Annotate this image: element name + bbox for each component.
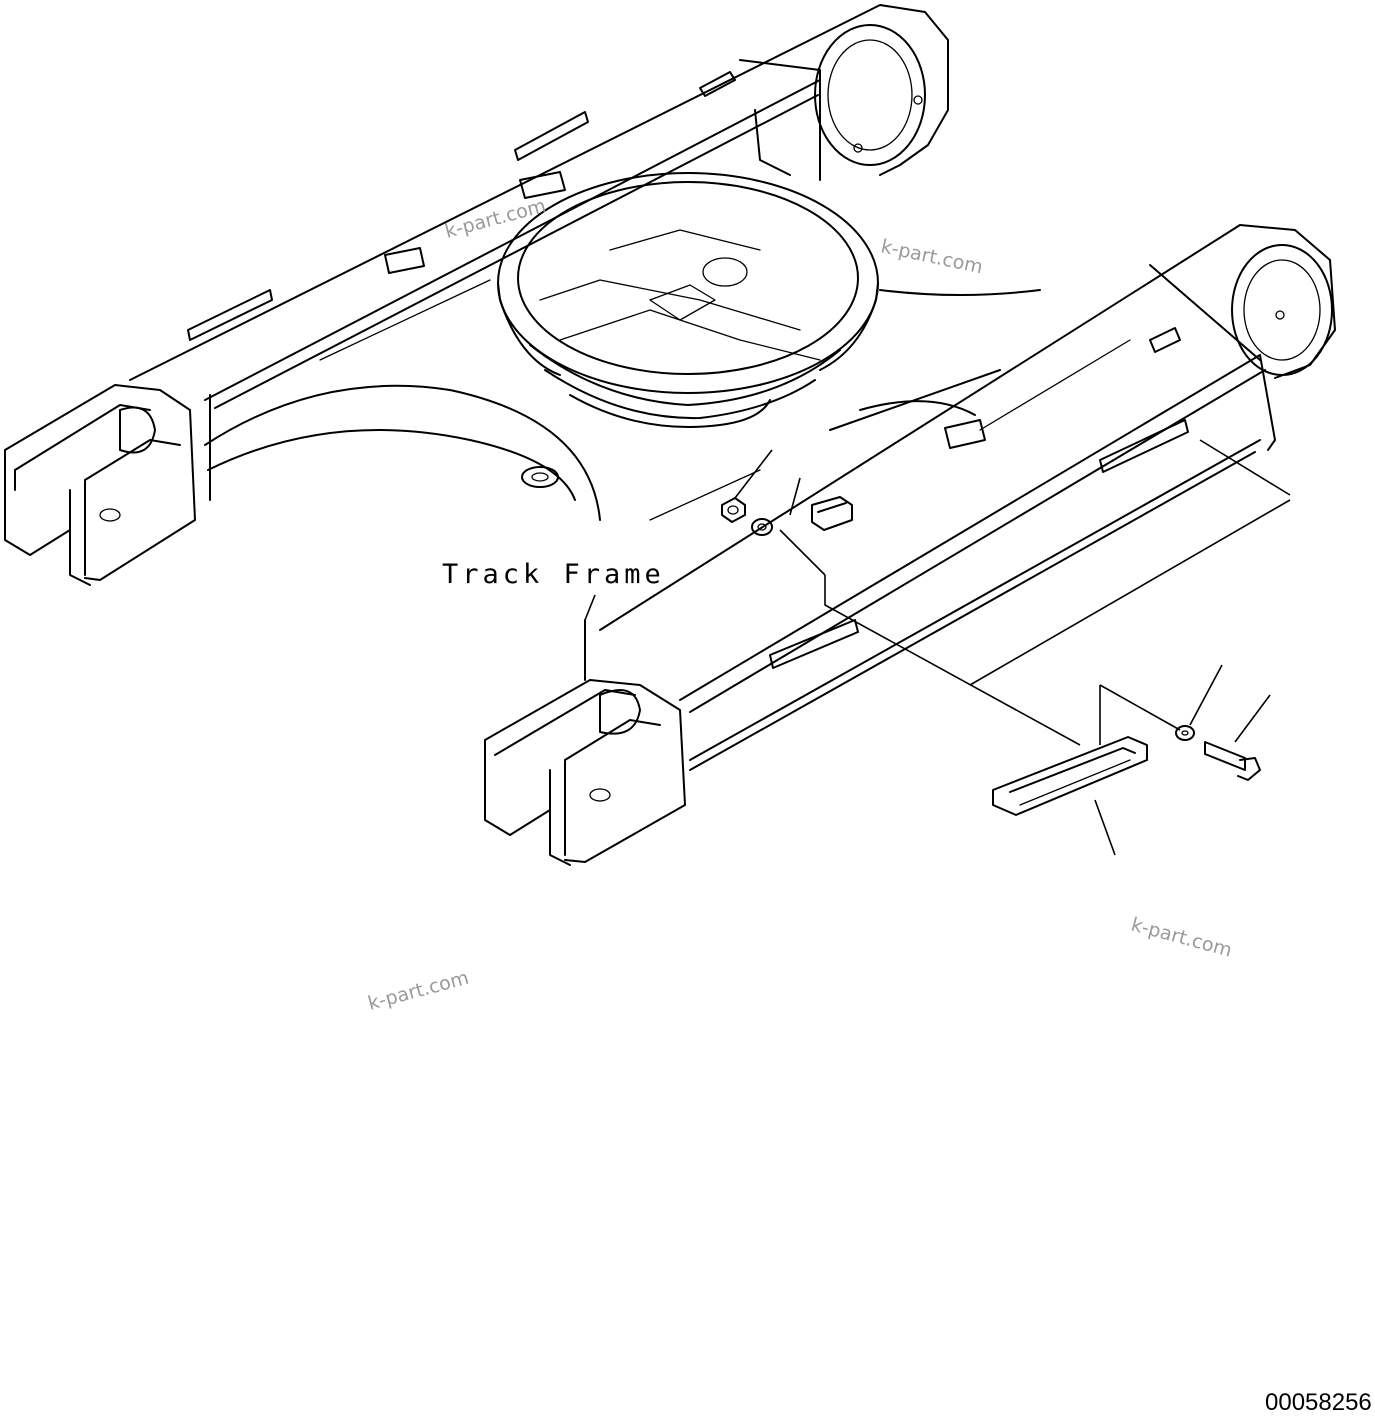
watermark: k-part.com: [1129, 914, 1235, 962]
left-track-frame: [4, 4, 949, 586]
leader-lines: [824, 439, 1291, 746]
watermark: k-part.com: [366, 967, 472, 1015]
track-frame-label: Track Frame: [442, 559, 665, 590]
drawing-number: 00058256: [1265, 1389, 1372, 1416]
right-track-frame: [484, 224, 1336, 866]
watermark: k-part.com: [879, 235, 985, 278]
washer: [751, 477, 826, 576]
nut: [721, 449, 773, 523]
watermark: k-part.com: [443, 195, 549, 243]
label-leader: [584, 594, 596, 621]
mounting-bracket: [811, 496, 853, 531]
step-plate: [992, 736, 1148, 856]
step-bolt: [1204, 694, 1271, 781]
slewing-ring-bearing: [497, 172, 879, 428]
step-washer: [1175, 664, 1223, 741]
